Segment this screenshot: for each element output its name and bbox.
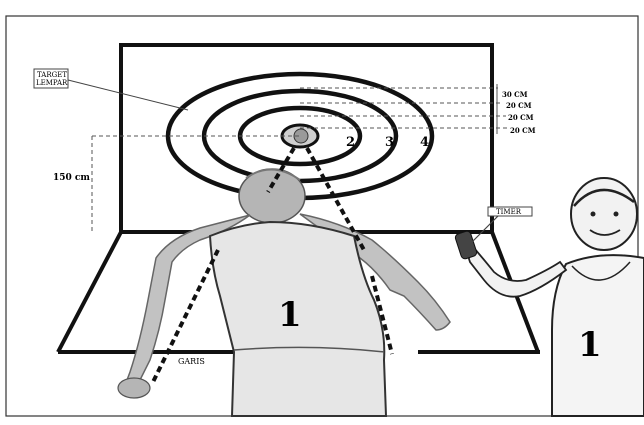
thrower-jersey-number: 1 — [278, 295, 302, 335]
thrower-hand — [118, 378, 150, 398]
ring-distance-1: 30 CM — [502, 90, 528, 99]
target-label-line1: TARGET — [37, 71, 67, 79]
ring-distance-2: 20 CM — [506, 101, 532, 110]
target-label-line2: LEMPAR — [36, 79, 68, 87]
timer-label: TIMER — [496, 208, 522, 216]
ring-distance-3: 20 CM — [508, 113, 534, 122]
ring-distance-4: 20 CM — [510, 126, 536, 135]
ring-number-3: 3 — [385, 135, 394, 150]
height-label: 150 cm — [53, 173, 90, 183]
baseline-label: GARIS — [178, 357, 205, 366]
ring-number-2: 2 — [346, 135, 355, 150]
ring-number-4: 4 — [420, 135, 429, 150]
observer-jersey-number: 1 — [578, 325, 602, 365]
